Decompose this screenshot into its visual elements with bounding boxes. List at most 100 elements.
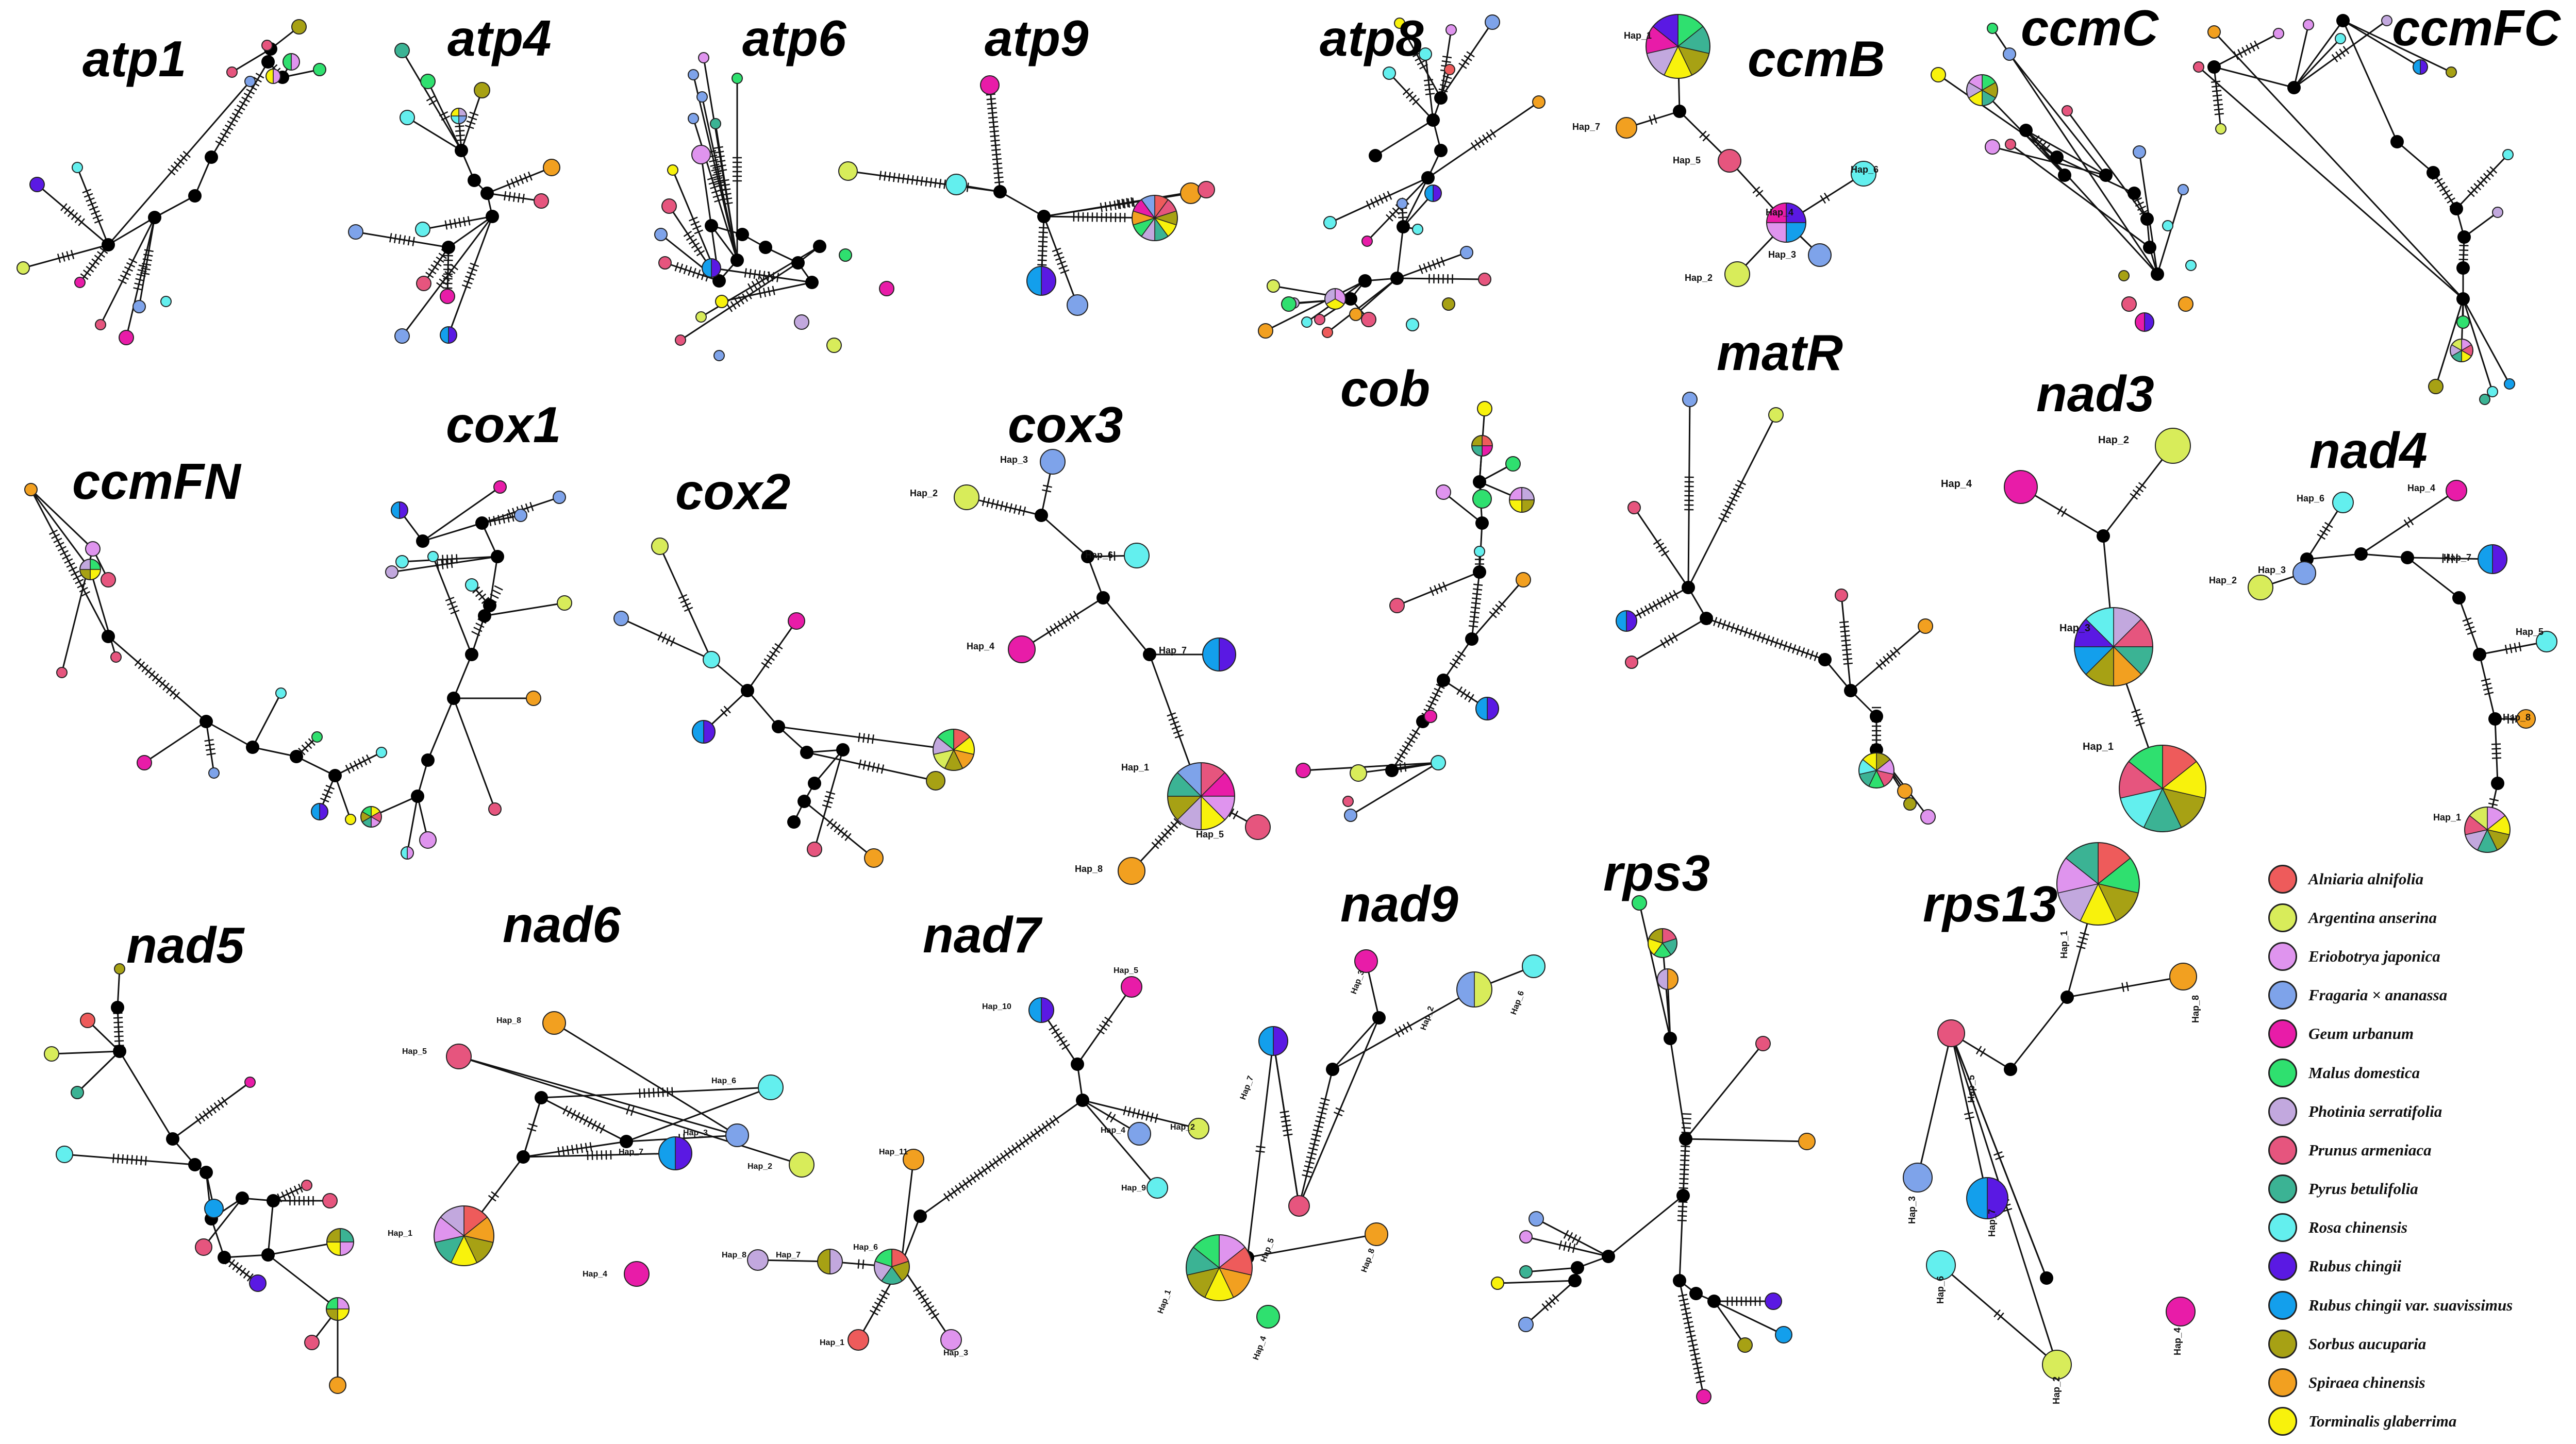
network-edge — [1298, 1069, 1334, 1206]
mutation-tick — [205, 743, 214, 747]
haplotype-node — [1431, 755, 1446, 770]
mutation-tick — [458, 217, 461, 227]
mutation-tick — [144, 1156, 147, 1166]
mutation-tick — [930, 1313, 940, 1319]
mutation-tick — [465, 275, 474, 280]
haplotype-node — [1491, 1277, 1504, 1290]
haplotype-node — [385, 565, 398, 579]
network-edge — [1358, 762, 1439, 774]
mutation-tick — [2335, 51, 2342, 60]
network-atp4 — [348, 43, 560, 344]
mutation-tick — [1283, 1133, 1293, 1136]
haplotype-node — [261, 40, 273, 51]
title-nad7: nad7 — [923, 906, 1041, 963]
mutation-tick — [182, 150, 191, 158]
title-cox2: cox2 — [675, 463, 791, 520]
network-matr — [1616, 392, 1936, 825]
haplotype-node — [132, 300, 146, 313]
network-edge — [2435, 298, 2464, 387]
mutation-tick — [1469, 620, 1478, 623]
network-edge — [268, 1254, 338, 1310]
mutation-tick — [1406, 737, 1416, 743]
mutation-tick — [1694, 1371, 1704, 1374]
haplotype-slice — [1424, 184, 1434, 202]
median-vector-node — [465, 648, 478, 661]
network-edge — [1041, 514, 1088, 558]
haplotype-node — [675, 334, 686, 346]
network-edge — [172, 1081, 251, 1140]
mutation-tick — [1889, 650, 1897, 658]
median-vector-node — [1369, 149, 1382, 162]
mutation-tick — [2057, 506, 2063, 515]
median-vector-node — [1035, 509, 1048, 522]
haplotype-outline — [658, 1136, 692, 1170]
haplotype-node — [2446, 480, 2467, 501]
mutation-tick — [135, 278, 145, 282]
mutation-tick — [1466, 51, 1475, 58]
network-edge — [541, 1086, 771, 1099]
haplotype-node — [301, 1180, 312, 1191]
mutation-tick — [985, 1163, 992, 1172]
median-vector-node — [1475, 516, 1489, 530]
haplotype-node — [1188, 1118, 1209, 1139]
mutation-tick — [2061, 508, 2067, 517]
mutation-tick — [1823, 192, 1830, 202]
mutation-tick — [446, 555, 448, 564]
mutation-tick — [1731, 492, 1740, 498]
mutation-tick — [657, 631, 663, 641]
haplotype-node — [119, 330, 134, 345]
haplotype-label: Hap_1 — [2059, 931, 2069, 959]
mutation-tick — [1739, 626, 1744, 635]
network-edge — [1471, 572, 1481, 640]
mutation-tick — [1233, 810, 1239, 819]
haplotype-outline — [1657, 968, 1678, 990]
mutation-tick — [2214, 113, 2224, 115]
haplotype-node — [400, 110, 415, 125]
mutation-tick — [80, 273, 89, 280]
network-edge — [1950, 1033, 1988, 1199]
mutation-tick — [837, 827, 844, 835]
mutation-tick — [1805, 649, 1809, 658]
mutation-tick — [694, 229, 703, 234]
mutation-tick — [678, 594, 688, 599]
haplotype-node — [980, 75, 1000, 95]
network-edge — [692, 118, 738, 261]
mutation-tick — [2138, 482, 2147, 489]
mutation-tick — [711, 189, 721, 194]
haplotype-outline — [933, 729, 975, 771]
mutation-tick — [1649, 115, 1653, 125]
legend-item: Sorbus aucuparia — [2268, 1324, 2513, 1363]
haplotype-node — [864, 848, 884, 868]
mutation-tick — [2079, 936, 2088, 941]
median-vector-node — [480, 187, 494, 200]
mutation-tick — [1693, 1366, 1703, 1370]
haplotype-slice — [1966, 1177, 1988, 1219]
median-vector-node — [2050, 150, 2064, 164]
mutation-tick — [155, 676, 163, 685]
mutation-tick — [87, 202, 97, 207]
haplotype-label: Hap_2 — [1685, 273, 1713, 283]
mutation-tick — [2489, 166, 2498, 174]
median-vector-node — [620, 1135, 633, 1148]
mutation-tick — [136, 273, 146, 277]
haplotype-slice — [2413, 59, 2421, 75]
median-vector-node — [1421, 171, 1435, 184]
haplotype-node — [1985, 139, 2000, 155]
legend-item: Fragaria × ananassa — [2268, 976, 2513, 1015]
mutation-tick — [688, 266, 692, 276]
mutation-tick — [1170, 821, 1178, 829]
mutation-tick — [202, 1110, 209, 1119]
mutation-tick — [1427, 700, 1437, 706]
haplotype-node — [1180, 182, 1202, 204]
mutation-tick — [1673, 590, 1678, 599]
mutation-tick — [455, 130, 465, 132]
mutation-tick — [2509, 644, 2513, 653]
mutation-tick — [1057, 260, 1066, 265]
network-edge — [1327, 277, 1398, 333]
mutation-tick — [876, 1298, 886, 1304]
haplotype-label: Hap_5 — [1673, 155, 1701, 165]
mutation-tick — [862, 760, 866, 770]
haplotype-node — [1121, 976, 1142, 998]
